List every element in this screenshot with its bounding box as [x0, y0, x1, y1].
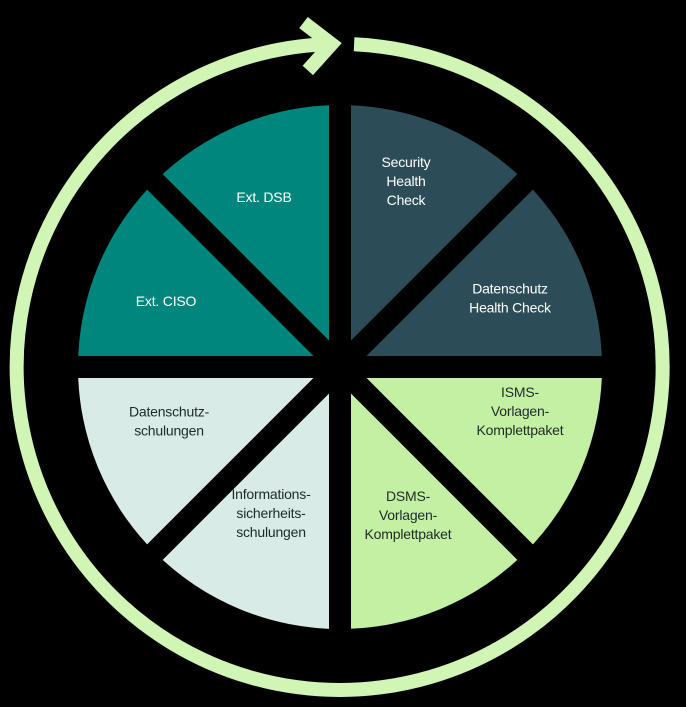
segment-label-informationssicherheitsschulungen: Informations-sicherheits-schulungen	[231, 486, 311, 540]
segment-label-ext-dsb: Ext. DSB	[236, 189, 291, 205]
segment-label-datenschutzschulungen: Datenschutz-schulungen	[129, 404, 210, 439]
segment-label-ext-ciso: Ext. CISO	[136, 293, 197, 309]
center-hub	[320, 347, 360, 387]
segment-ext-ciso	[77, 181, 340, 367]
segment-label-line: Check	[387, 192, 427, 208]
segment-separator	[144, 171, 348, 375]
segment-datenschutz-health-check	[340, 181, 602, 367]
segment-separator	[332, 171, 536, 375]
segment-dsms-vorlagen-komplettpaket	[340, 367, 526, 629]
segment-ext-dsb	[154, 104, 340, 367]
segment-security-health-check	[340, 104, 526, 367]
segment-label-line: Vorlagen-	[379, 507, 438, 523]
segment-isms-vorlagen-komplettpaket	[340, 367, 602, 553]
segment-label-line: Health	[386, 173, 425, 189]
cycle-arrow-head	[299, 17, 342, 76]
segment-label-line: schulungen	[236, 524, 306, 540]
cycle-ring	[9, 17, 670, 697]
segment-informationssicherheitsschulungen	[154, 367, 340, 630]
segment-label-line: Komplettpaket	[477, 422, 564, 438]
segment-separator	[332, 359, 536, 563]
segment-separator	[144, 359, 348, 563]
segment-label-line: Datenschutz-	[129, 404, 210, 420]
segment-label-line: DSMS-	[386, 488, 431, 504]
segment-label-isms-vorlagen-komplettpaket: ISMS- Vorlagen- Komplettpaket	[477, 384, 564, 438]
pie-segments	[74, 101, 606, 633]
segment-label-line: schulungen	[134, 423, 204, 439]
segment-label-line: Informations-	[231, 486, 311, 502]
segment-datenschutzschulungen	[77, 367, 340, 553]
segment-label-line: Ext. DSB	[236, 189, 291, 205]
segment-label-dsms-vorlagen-komplettpaket: DSMS- Vorlagen- Komplettpaket	[365, 488, 452, 542]
segment-label-line: ISMS-	[501, 384, 539, 400]
segment-label-line: sicherheits-	[236, 505, 306, 521]
segment-label-line: Vorlagen-	[491, 403, 550, 419]
segment-label-line: Komplettpaket	[365, 526, 452, 542]
segment-label-line: Datenschutz	[472, 281, 548, 297]
segment-label-line: Security	[382, 154, 431, 170]
cycle-ring-arc	[9, 37, 670, 697]
segment-label-line: Ext. CISO	[136, 293, 197, 309]
segment-label-line: Health Check	[469, 300, 552, 316]
